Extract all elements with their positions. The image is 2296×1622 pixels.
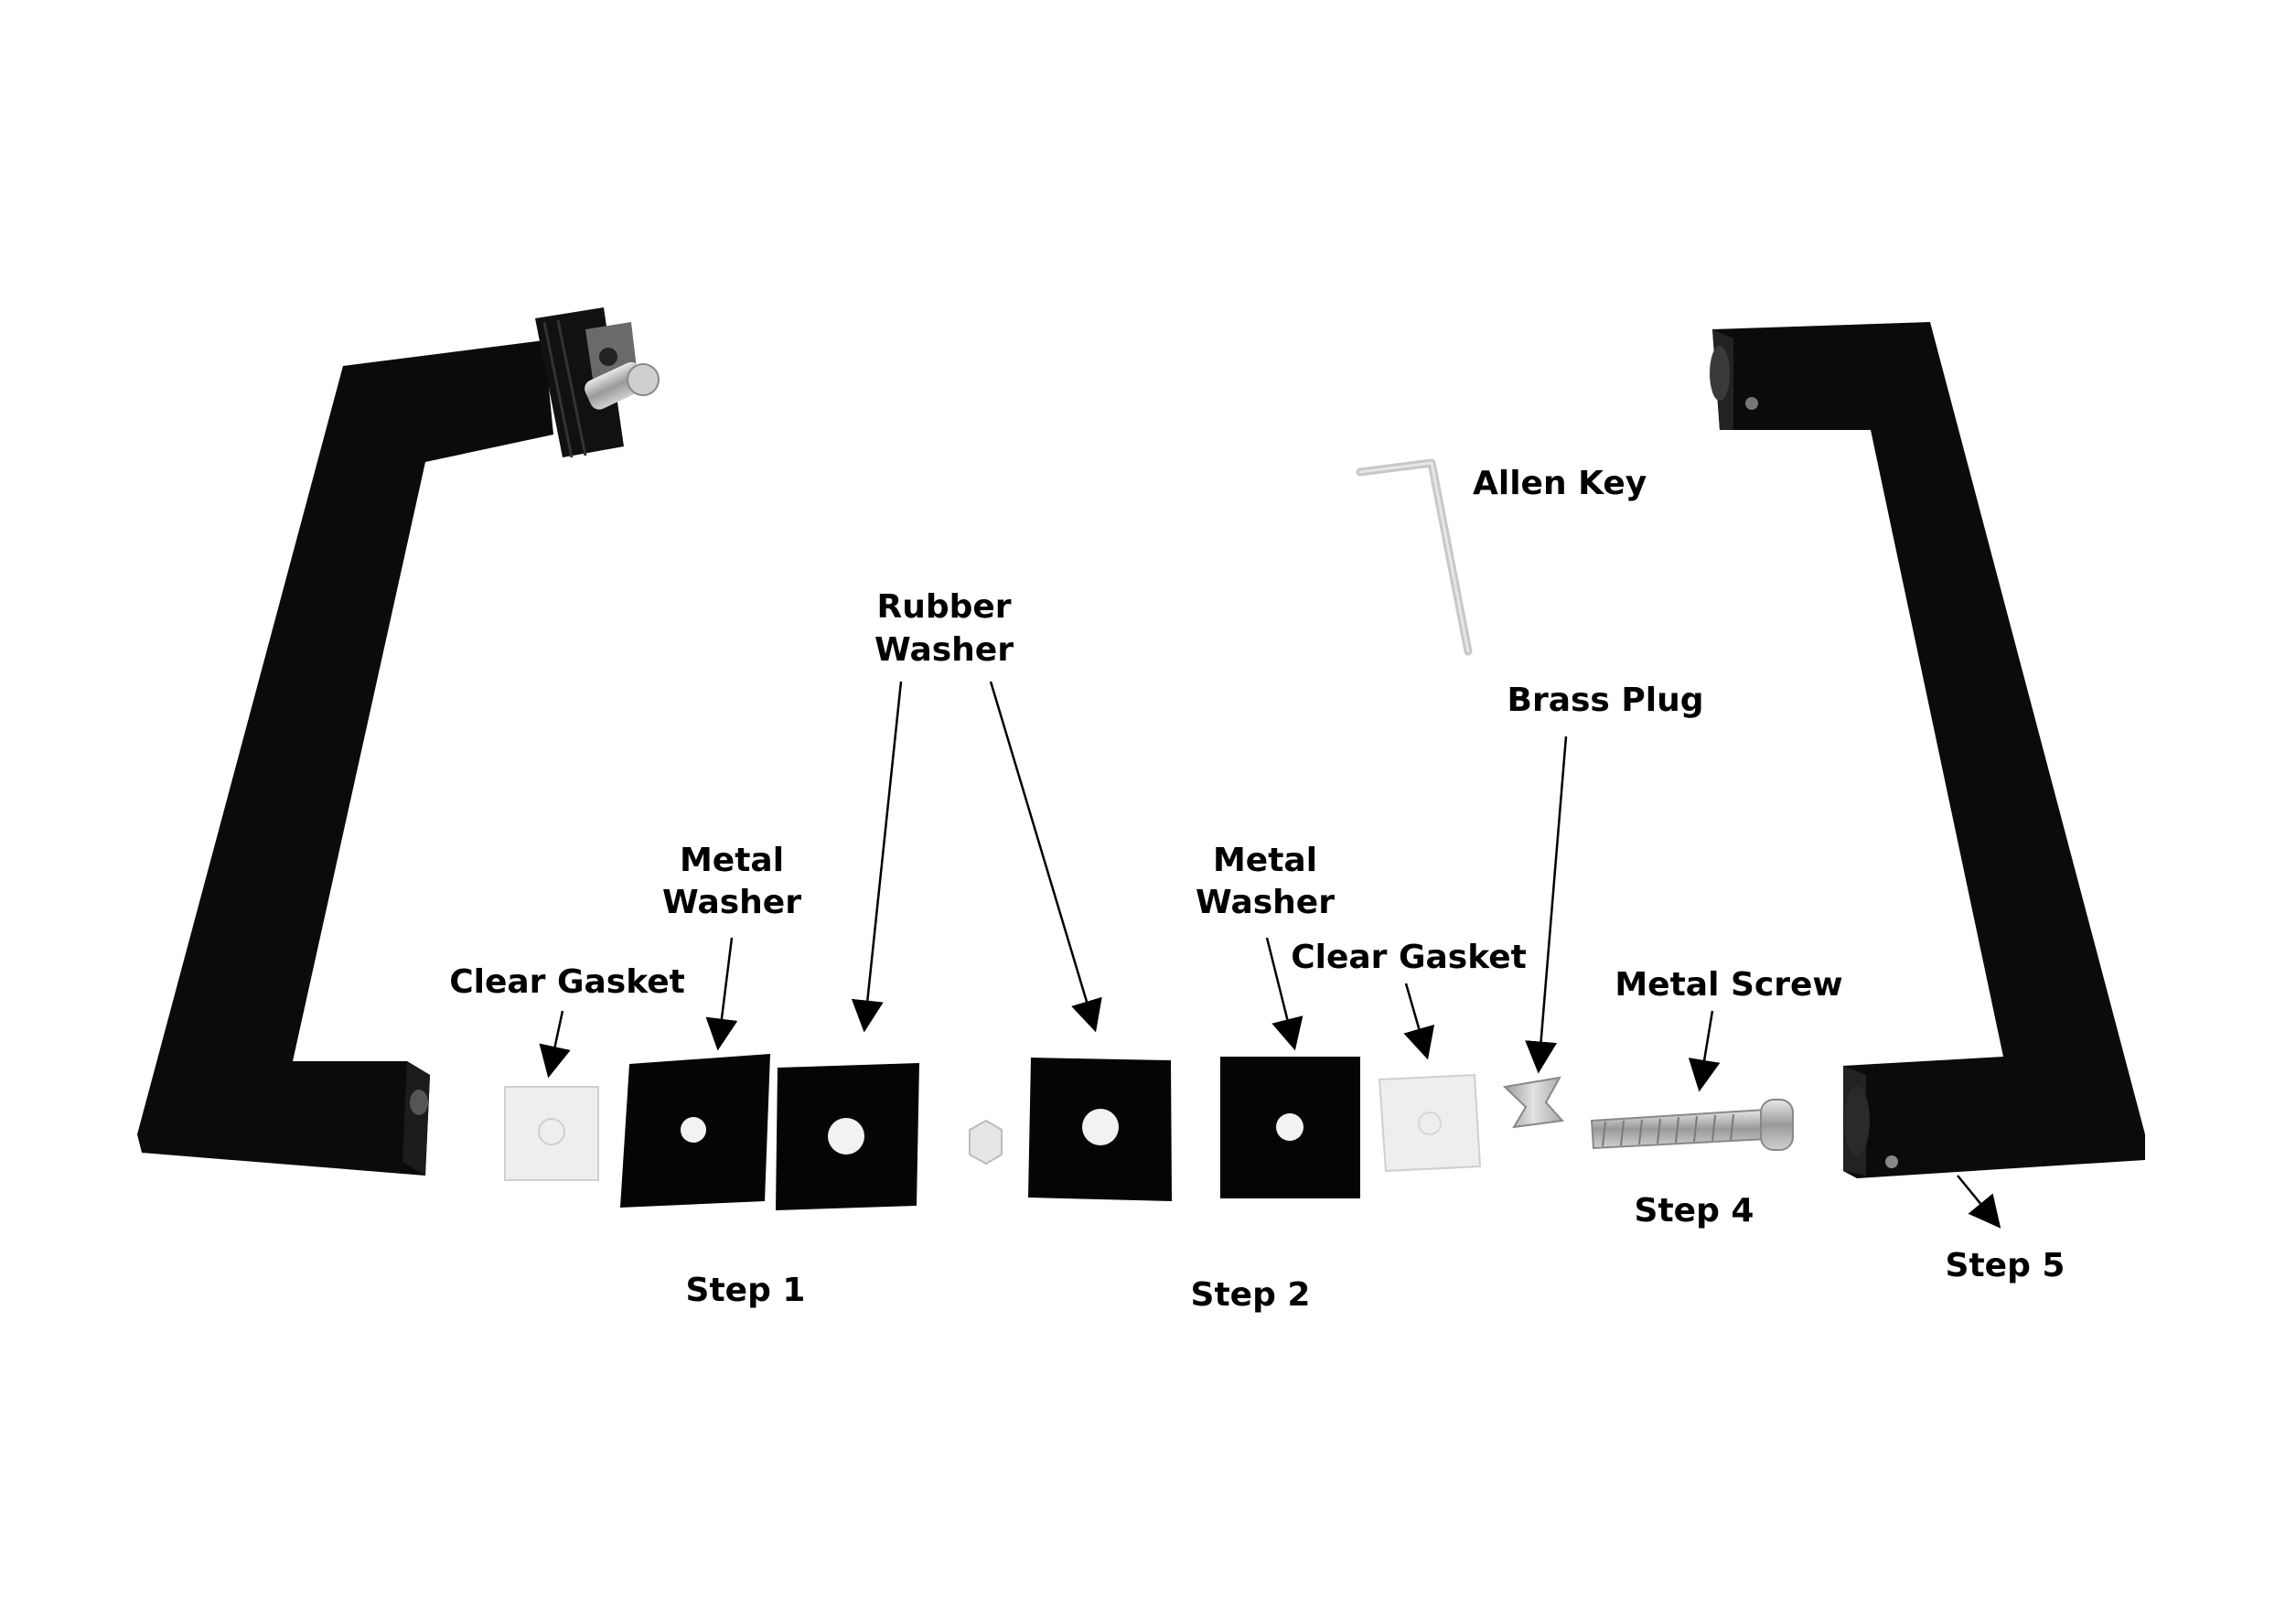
metal-screw	[1590, 1099, 1794, 1151]
label-step2: Step 2	[1191, 1276, 1311, 1314]
right-handle	[1710, 322, 2145, 1178]
arrow-step5	[1957, 1175, 2001, 1229]
rubber-washer-left	[776, 1063, 919, 1210]
left-handle	[137, 307, 660, 1176]
allen-key	[1356, 458, 1473, 656]
metal-washer-left	[620, 1054, 770, 1208]
clear-gasket-right	[1378, 1073, 1482, 1173]
arrow-metal-screw	[1688, 1010, 1721, 1092]
label-clear-gasket-left: Clear Gasket	[449, 963, 685, 1001]
arrow-metal-washer-right	[1265, 937, 1304, 1051]
label-brass-plug: Brass Plug	[1507, 682, 1704, 719]
labels: Allen Key Rubber Washer Brass Plug Metal…	[449, 465, 2065, 1314]
right-handle-end-hole	[1844, 1086, 1870, 1155]
rubber-washer-right	[1028, 1058, 1172, 1201]
label-clear-gasket-right: Clear Gasket	[1291, 939, 1527, 976]
arrow-clear-gasket-right	[1403, 983, 1435, 1060]
metal-washer-right	[1220, 1057, 1360, 1198]
label-step1: Step 1	[686, 1272, 806, 1309]
arrow-rubber-washer-left	[851, 681, 903, 1033]
arrow-rubber-washer-right	[989, 681, 1102, 1033]
arrow-brass-plug	[1525, 736, 1568, 1074]
label-metal-washer-right-2: Washer	[1196, 884, 1335, 921]
clear-gasket-left	[504, 1086, 599, 1181]
label-rubber-washer-2: Washer	[874, 631, 1014, 669]
arrow-metal-washer-left	[705, 937, 738, 1051]
left-handle-end-hole	[410, 1090, 428, 1115]
label-metal-screw: Metal Screw	[1615, 966, 1842, 1004]
right-handle-top-hole	[1710, 346, 1730, 401]
label-metal-washer-right-1: Metal	[1213, 842, 1317, 879]
brass-plug	[1502, 1076, 1565, 1129]
label-allen-key: Allen Key	[1473, 465, 1647, 502]
arrow-clear-gasket-left	[539, 1010, 571, 1079]
annotation-arrows	[539, 681, 2001, 1229]
label-metal-washer-left-2: Washer	[662, 884, 801, 921]
label-metal-washer-left-1: Metal	[680, 842, 784, 879]
label-step4: Step 4	[1635, 1192, 1754, 1230]
label-rubber-washer-1: Rubber	[876, 588, 1011, 626]
left-handle-screw	[585, 361, 660, 410]
center-nut	[969, 1119, 1003, 1165]
label-step5: Step 5	[1946, 1247, 2065, 1284]
